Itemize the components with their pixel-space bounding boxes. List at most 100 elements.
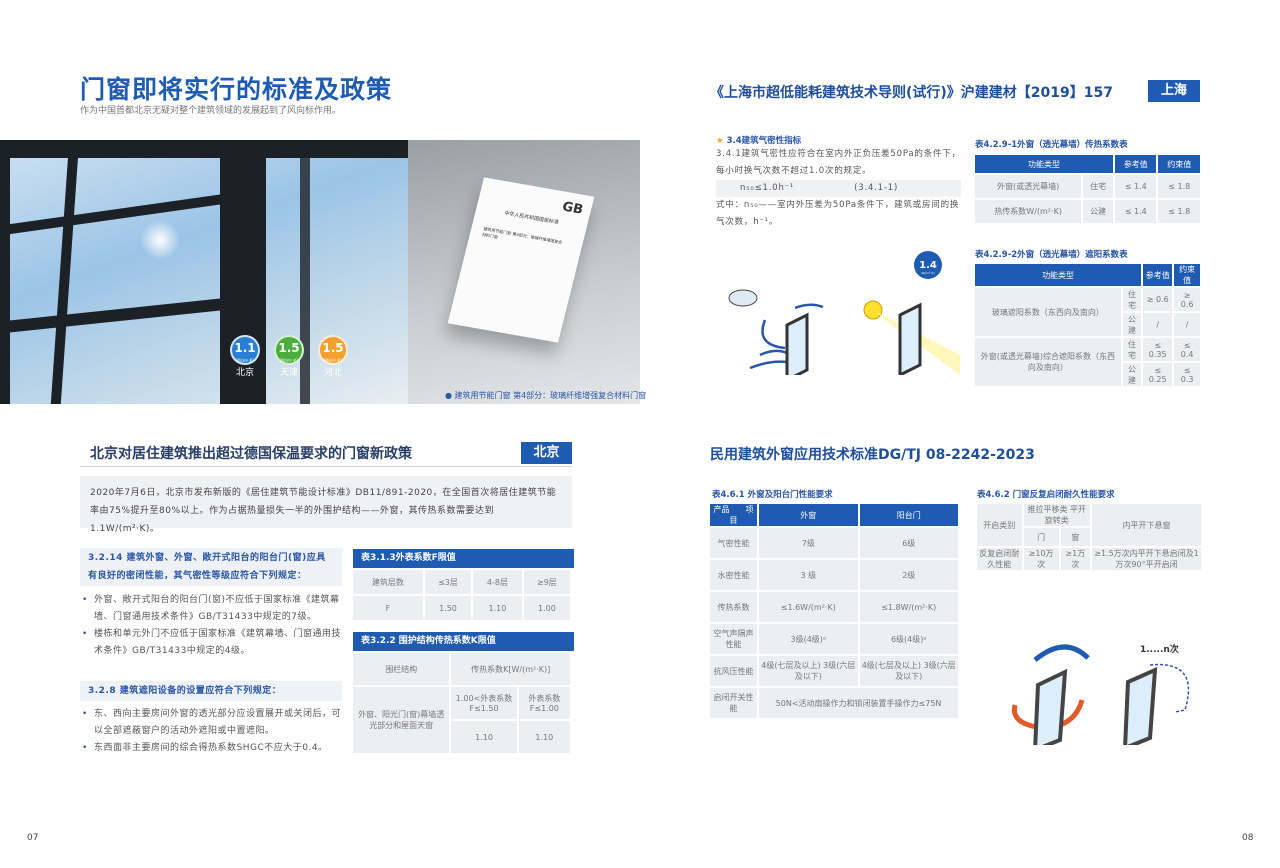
- table-cell: 外窗(或透光幕墙): [975, 175, 1082, 198]
- table-cell: 开启类别: [977, 504, 1022, 546]
- table-cell: 传热系数: [710, 592, 758, 622]
- table-cell: 1.50: [424, 596, 472, 620]
- table-cell: ≤ 1.4: [1114, 175, 1157, 198]
- formula-note: 式中：n₅₀——室内外压差为50Pa条件下，建筑或房间的换气次数，h⁻¹。: [716, 200, 960, 227]
- table-header-cell: 功能类型: [975, 264, 1142, 286]
- table-header-cell: 阳台门: [859, 504, 958, 526]
- table-row: 玻璃遮阳系数（东西向及南向）住宅≥ 0.6≥ 0.6: [975, 288, 1200, 336]
- table-cell: 推拉平移类 平开旋转类: [1023, 504, 1090, 526]
- airtightness-section: ★ 3.4建筑气密性指标 3.4.1建筑气密性应符合在室内外正负压差50Pa的条…: [716, 134, 961, 231]
- region-badge: 上海: [1148, 80, 1200, 102]
- divider: [80, 466, 572, 467]
- region-label: 天津: [279, 368, 298, 378]
- table-title: 表4.2.9-2外窗（透光幕墙）遮阳系数表: [975, 250, 1128, 260]
- svg-text:W/(m²·K): W/(m²·K): [921, 271, 934, 275]
- table-cell: ≤ 0.3: [1174, 363, 1200, 386]
- table-cell: ≥10万次: [1023, 548, 1059, 570]
- table-cell: ≥9层: [523, 570, 570, 594]
- table-cell: 空气声隔声性能: [710, 624, 758, 654]
- table-cell: 水密性能: [710, 560, 758, 590]
- table-cell: 抗风压性能: [710, 656, 758, 686]
- table-cell: /: [1143, 313, 1173, 336]
- table-cell: ≥1万次: [1060, 548, 1090, 570]
- table-cell: ≤ 1.8: [1158, 175, 1200, 198]
- table-cell: ≤3层: [424, 570, 472, 594]
- table-header-cell: 外窗: [759, 504, 858, 526]
- table-cell: 围栏结构: [353, 653, 450, 685]
- table-cell: 传热系数K[W/(m²·K)]: [451, 653, 570, 685]
- table-row: 反复启闭耐久性能≥10万次≥1万次≥1.5万次内平开下悬启闭及1万次90°平开启…: [977, 548, 1201, 570]
- cloud-icon: [728, 289, 758, 307]
- table-row: 传热系数≤1.6W/(m²·K)≤1.8W/(m²·K): [710, 592, 958, 622]
- table-cell: 3级(4级)ᵃ: [759, 624, 858, 654]
- table-cell: 气密性能: [710, 528, 758, 558]
- table-cell: ≤1.6W/(m²·K): [759, 592, 858, 622]
- data-table: 开启类别推拉平移类 平开旋转类内平开下悬窗门窗反复启闭耐久性能≥10万次≥1万次…: [975, 502, 1203, 572]
- table-3-2-2: 表3.2.2 围护结构传热系数K限值 围栏结构传热系数K[W/(m²·K)]外窗…: [353, 632, 574, 755]
- table-title: 表4.6.2 门窗反复启闭耐久性能要求: [977, 490, 1115, 500]
- table-header-cell: 参考值: [1114, 155, 1157, 173]
- table-cell: ≥ 0.6: [1174, 288, 1200, 311]
- list-item: 楼栋和单元外门不应低于国家标准《建筑幕墙、门窗通用技术条件》GB/T31433中…: [82, 626, 344, 660]
- table-row: 门窗: [977, 528, 1201, 546]
- table-header-cell: 产品 项目: [710, 504, 758, 526]
- table-cell: 启闭开关性能: [710, 688, 758, 718]
- intro-box: 2020年7月6日，北京市发布新版的《居住建筑节能设计标准》DB11/891-2…: [80, 476, 572, 534]
- airtightness-text: 3.4.1建筑气密性应符合在室内外正负压差50Pa的条件下，每小时换气次数不超过…: [716, 149, 961, 176]
- svg-text:1.4: 1.4: [919, 260, 937, 271]
- window-icon: [898, 302, 922, 375]
- table-header-cell: 约束值: [1174, 264, 1200, 286]
- table-cell: 4级(七层及以上) 3级(六层及以下): [759, 656, 858, 686]
- page-number: 07: [27, 833, 39, 843]
- clause-3-2-14-list: 外窗、敞开式阳台的阳台门(窗)不应低于国家标准《建筑幕墙、门窗通用技术条件》GB…: [82, 592, 344, 660]
- table-cell: 6级(4级)ᵃ: [859, 624, 958, 654]
- table-cell: 50N<活动扇操作力和锁闭装置手操作力≤75N: [759, 688, 958, 718]
- table-header-cell: 参考值: [1143, 264, 1173, 286]
- window-icon: [1123, 666, 1158, 745]
- section-title-beijing: 北京对居住建筑推出超过德国保温要求的门窗新政策: [90, 446, 412, 462]
- window-airflow-sun-illustration: 1.4W/(m²·K): [728, 251, 960, 375]
- table-cell: 1.10: [518, 721, 570, 753]
- table-cell: 窗: [1060, 528, 1090, 546]
- table-row: 公建≤ 0.25≤ 0.3: [975, 363, 1200, 386]
- table-cell: 内平开下悬窗: [1091, 504, 1201, 546]
- page-number: 08: [1242, 833, 1254, 843]
- table-cell: 1.10: [451, 721, 517, 753]
- region-label: 北京: [235, 368, 254, 378]
- window-durability-illustration: 1.....n次: [1011, 643, 1190, 745]
- table-cell: ≤ 1.8: [1158, 200, 1200, 223]
- formula: n₅₀≤1.0h⁻¹(3.4.1-1): [716, 180, 961, 197]
- table-cell: 1.00: [523, 596, 570, 620]
- table-cell: 住宅: [1122, 288, 1142, 311]
- table-caption: 表3.2.2 围护结构传热系数K限值: [353, 632, 574, 651]
- table-cell: 公建: [1122, 313, 1142, 336]
- list-item: 外窗、敞开式阳台的阳台门(窗)不应低于国家标准《建筑幕墙、门窗通用技术条件》GB…: [82, 592, 344, 626]
- table-row: 产品 项目外窗阳台门: [710, 504, 958, 526]
- table-cell: 4-8层: [473, 570, 522, 594]
- table-cell: ≥ 0.6: [1143, 288, 1173, 311]
- shanghai-window-standard-title: 民用建筑外窗应用技术标准DG/TJ 08-2242-2023: [710, 447, 1035, 463]
- table-cell: ≤ 1.4: [1114, 200, 1157, 223]
- table-cell: 4级(七层及以上) 3级(六层及以下): [859, 656, 958, 686]
- table-caption: 表3.1.3外表系数F限值: [353, 549, 574, 568]
- table-cell: 1.00<外表系数F≤1.50: [451, 687, 517, 719]
- table-cell: ≤ 0.25: [1143, 363, 1173, 386]
- table-cell: ≤ 0.4: [1174, 338, 1200, 361]
- star-icon: ★: [716, 136, 724, 146]
